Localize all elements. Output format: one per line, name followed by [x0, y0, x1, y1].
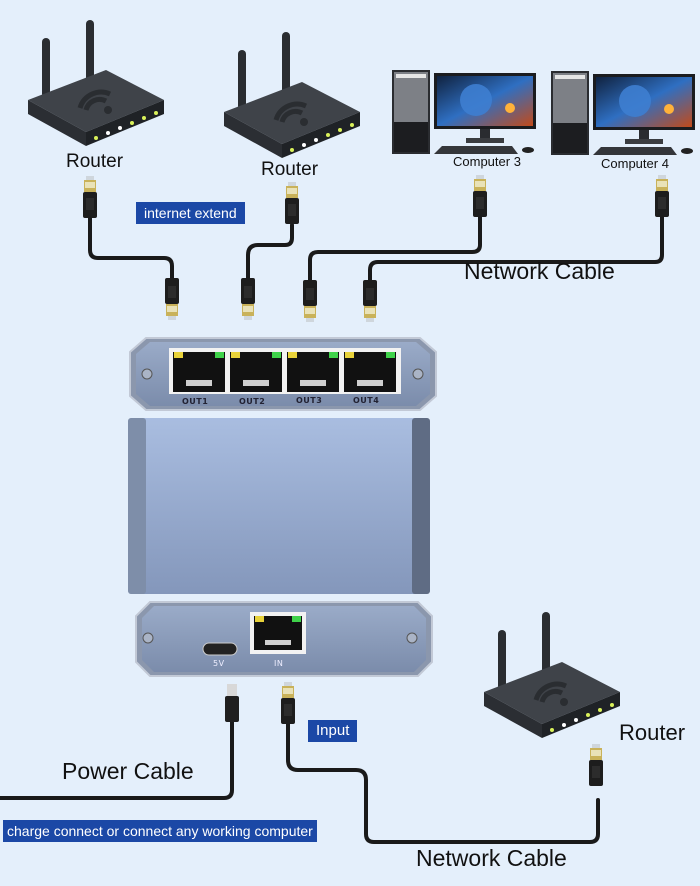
internet-extend-tag: internet extend: [136, 202, 245, 224]
port-label-in: IN: [274, 659, 284, 668]
router-top-mid-label: Router: [261, 159, 319, 180]
port-label-out3: OUT3: [296, 396, 323, 405]
router-top-left-label: Router: [66, 151, 124, 172]
rj45-plug: [655, 175, 669, 217]
rj45-plug: [83, 176, 97, 218]
network-cable-top-label: Network Cable: [464, 258, 615, 284]
input-tag: Input: [308, 720, 358, 742]
port-out4: [344, 352, 396, 392]
rj45-plug-in: [281, 682, 295, 724]
port-out2: [230, 352, 282, 392]
port-label-5v: 5V: [213, 659, 225, 668]
router-bottom-right-label: Router: [619, 720, 686, 745]
network-cables-top: [88, 213, 664, 282]
port-in: [250, 612, 306, 654]
computer-4: [551, 71, 695, 155]
power-cable: [0, 720, 234, 800]
computer-3-label: Computer 3: [453, 154, 521, 169]
router-top-left: [28, 20, 164, 146]
port-out3: [287, 352, 339, 392]
network-cable-bottom-label: Network Cable: [416, 845, 567, 871]
rj45-plug-out3: [303, 280, 317, 322]
port-label-out1: OUT1: [182, 397, 209, 406]
charge-note-tag: charge connect or connect any working co…: [3, 820, 317, 842]
usb-c-plug: [225, 684, 239, 722]
router-bottom-right: [484, 612, 620, 738]
rj45-plug-out1: [165, 278, 179, 320]
rj45-plug-router: [589, 744, 603, 786]
rj45-plug-out4: [363, 280, 377, 322]
rj45-plug-out2: [241, 278, 255, 320]
network-cable-bottom: [286, 720, 600, 844]
rj45-plug: [285, 182, 299, 224]
computer-3: [392, 70, 536, 154]
rj45-plug: [473, 175, 487, 217]
router-top-mid: [224, 32, 360, 158]
port-label-out4: OUT4: [353, 396, 380, 405]
power-cable-label: Power Cable: [62, 758, 194, 784]
splitter-body: [128, 418, 430, 594]
computer-4-label: Computer 4: [601, 156, 669, 171]
port-label-out2: OUT2: [239, 397, 266, 406]
usb-c-port: [202, 642, 238, 656]
port-out1: [173, 352, 225, 392]
